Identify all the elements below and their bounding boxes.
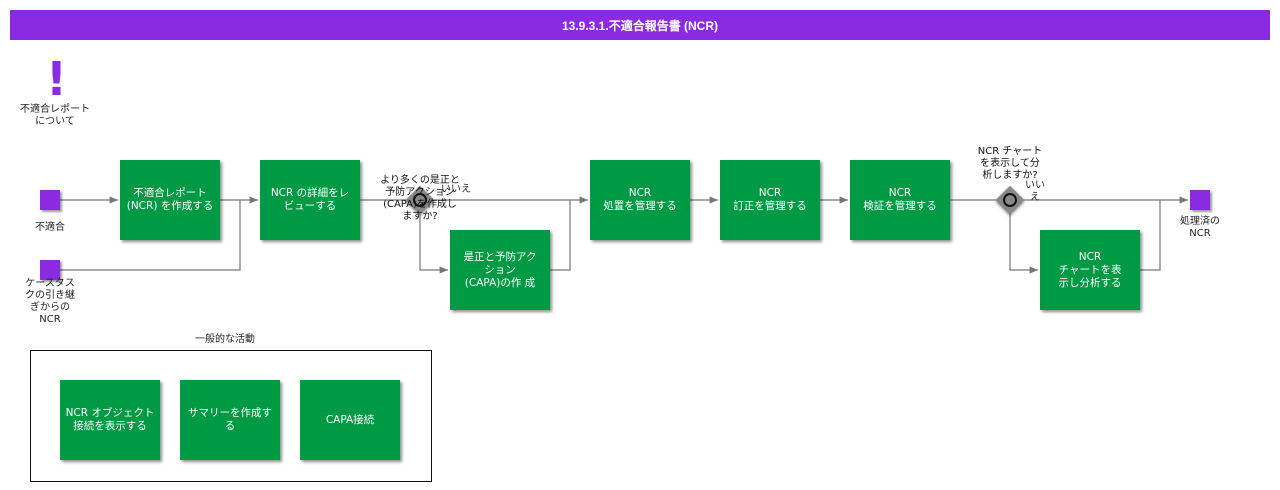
task-show-chart[interactable]: NCR チャートを表 示し分析する [1040, 230, 1140, 310]
gateway-capa-marker [413, 193, 427, 207]
task-create-ncr[interactable]: 不適合レポート (NCR) を作成する [120, 160, 220, 240]
task-create-capa[interactable]: 是正と予防アク ション (CAPA)の作 成 [450, 230, 550, 310]
info-label: 不適合レポート について [20, 104, 90, 127]
gateway-chart-marker [1003, 193, 1017, 207]
start-event-case-task-label: ケースタス クの引き継 ぎからの NCR [25, 278, 75, 325]
gateway-capa-no-label: いいえ [441, 184, 471, 195]
page-title: 13.9.3.1.不適合報告書 (NCR) [10, 10, 1270, 40]
task-capa-links[interactable]: CAPA接続 [300, 380, 400, 460]
end-event-processed[interactable] [1190, 190, 1210, 210]
task-create-summary[interactable]: サマリーを作成す る [180, 380, 280, 460]
task-review-ncr[interactable]: NCR の詳細をレ ビューする [260, 160, 360, 240]
task-manage-correction[interactable]: NCR 訂正を管理する [720, 160, 820, 240]
task-manage-disposition[interactable]: NCR 処置を管理する [590, 160, 690, 240]
gateway-chart-no-label: いい え [1025, 180, 1045, 203]
start-event-case-task[interactable] [40, 260, 60, 280]
general-activities-group [30, 350, 432, 482]
exclamation-icon[interactable]: ! [46, 52, 67, 106]
start-event-nonconformity[interactable] [40, 190, 60, 210]
task-show-object-links[interactable]: NCR オブジェクト 接続を表示する [60, 380, 160, 460]
gateway-capa-question: より多くの是正と 予防アクション (CAPA)を作成し ますか? [380, 175, 460, 222]
start-event-nonconformity-label: 不適合 [35, 222, 65, 233]
task-manage-verification[interactable]: NCR 検証を管理する [850, 160, 950, 240]
end-event-processed-label: 処理済の NCR [1180, 216, 1220, 239]
group-title: 一般的な活動 [195, 334, 255, 345]
gateway-chart-question: NCR チャート を表示して分 析しますか? [977, 146, 1043, 181]
